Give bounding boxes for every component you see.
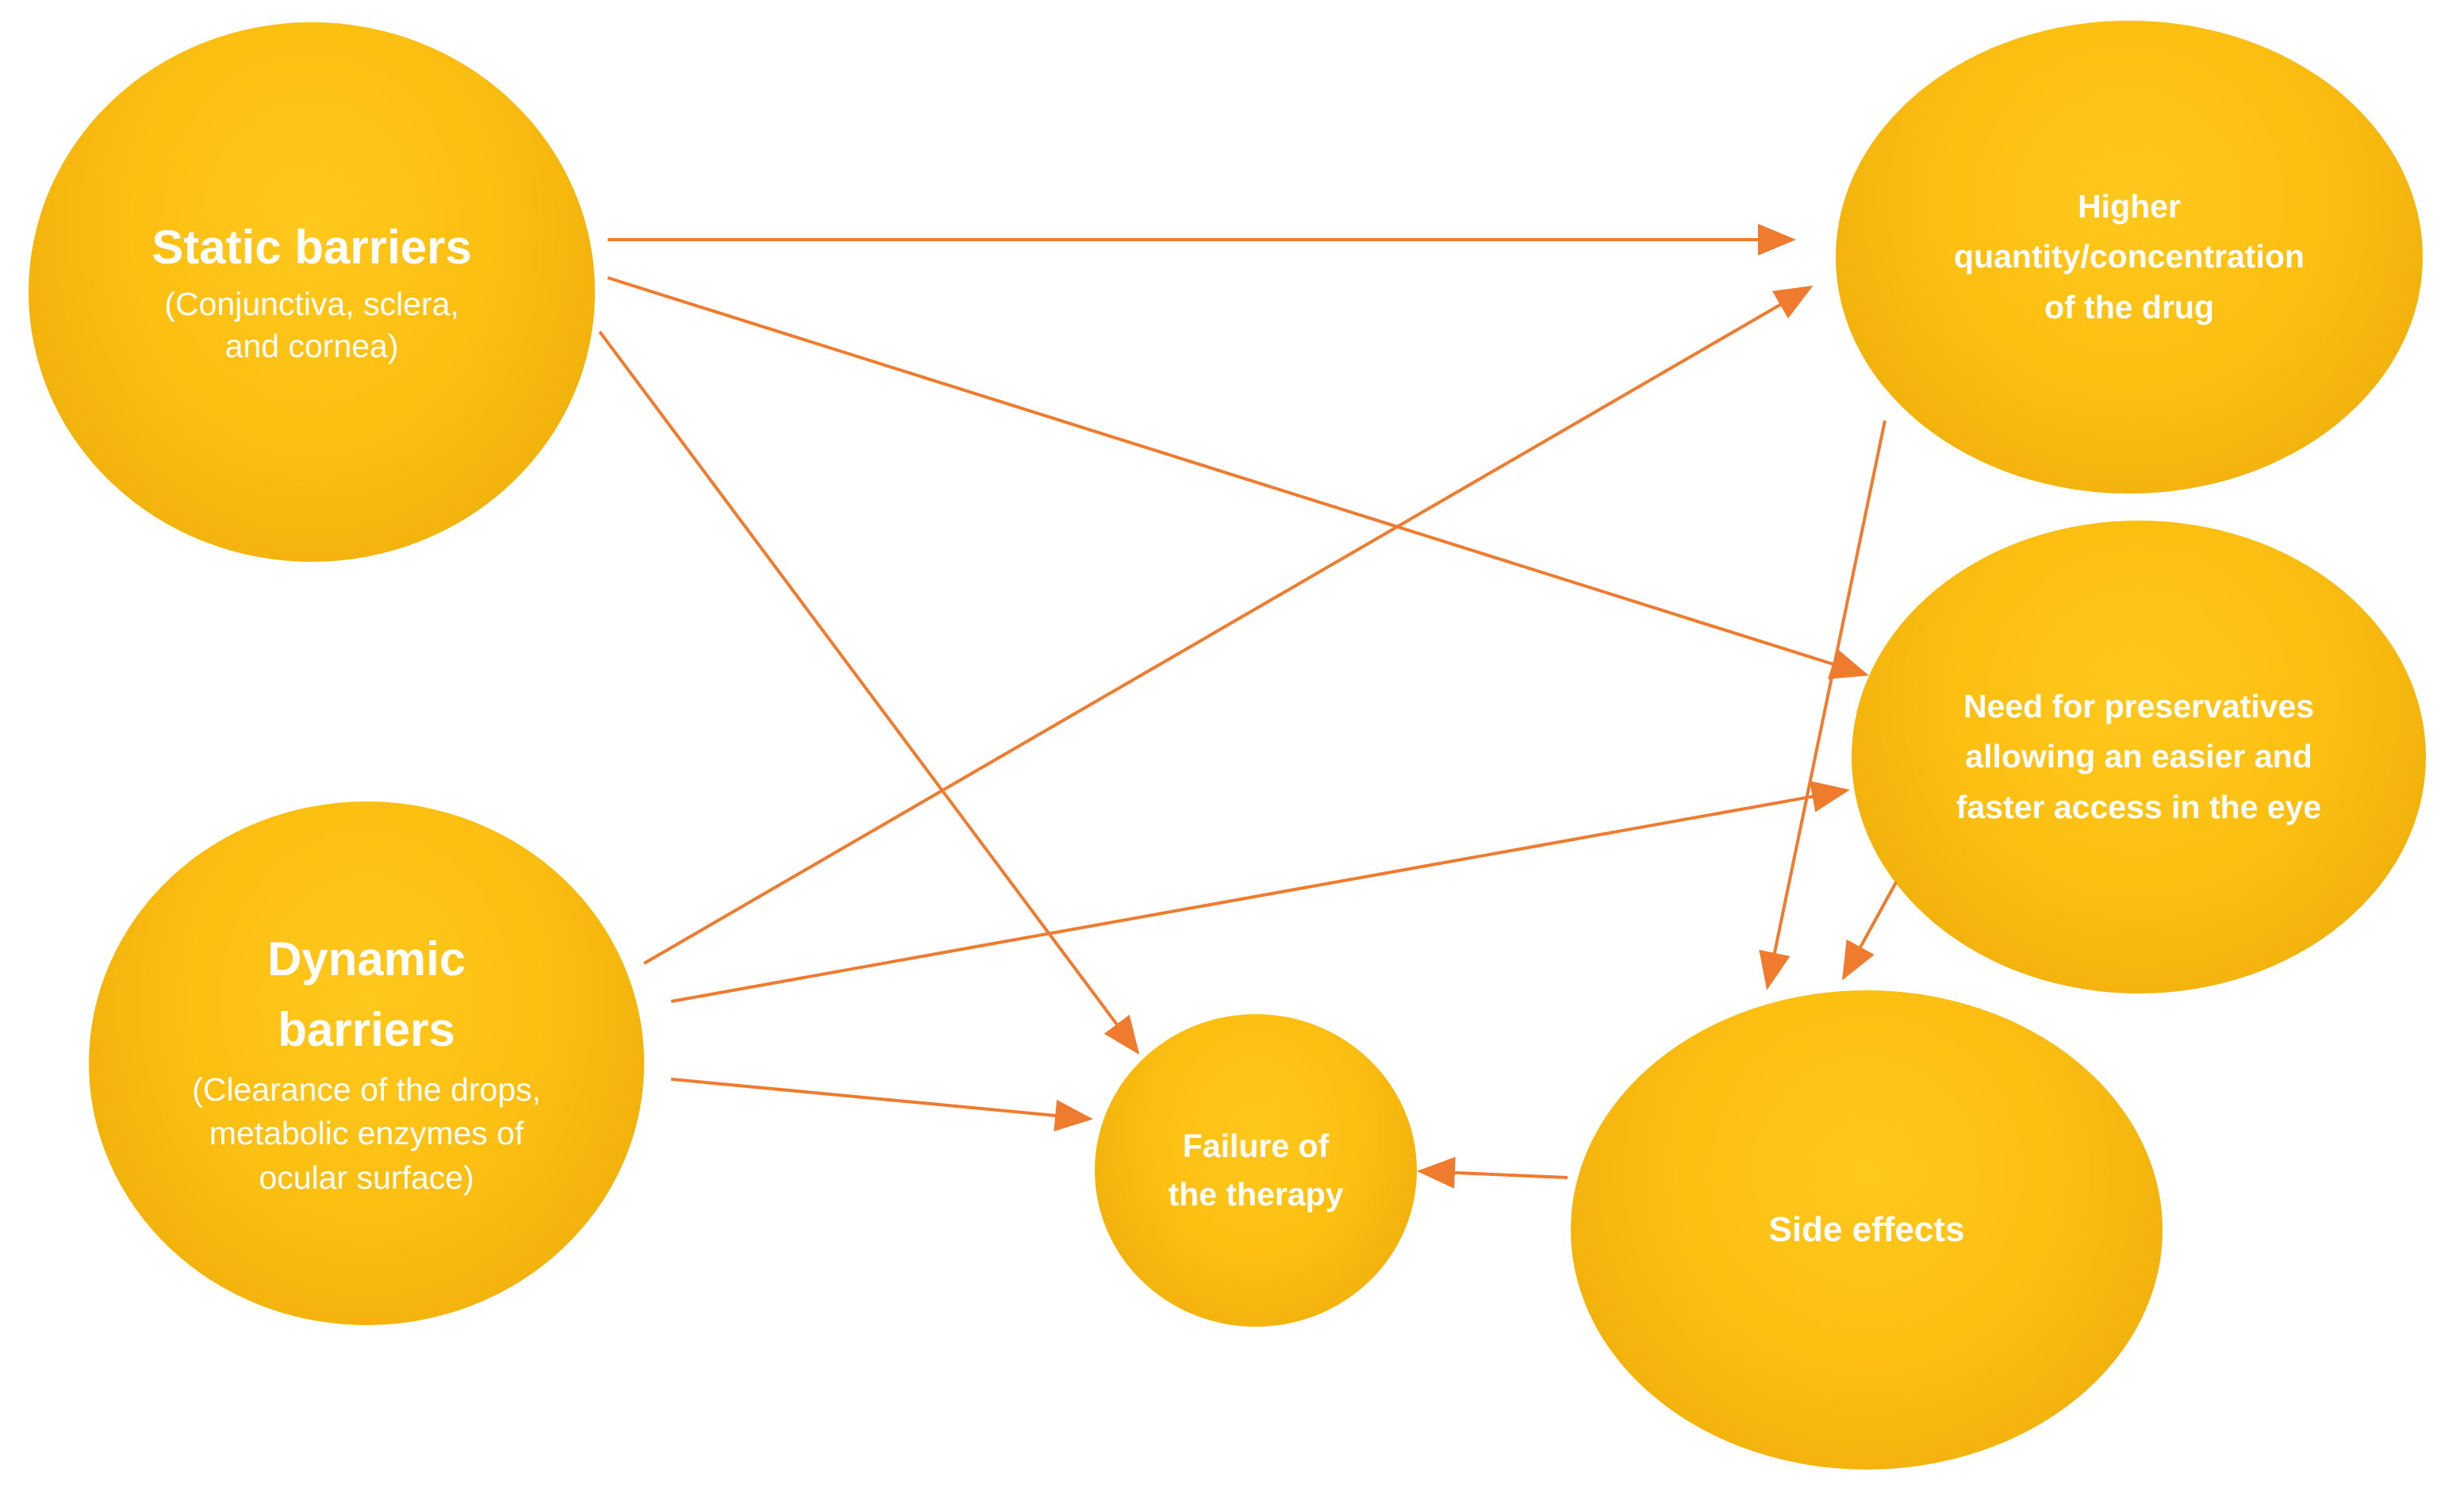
- node-higher-title-line: Higher: [2078, 187, 2181, 225]
- node-higher-title-line: quantity/concentration: [1954, 238, 2305, 275]
- node-dynamic-title-line: Dynamic: [267, 932, 466, 986]
- arrow-static-to-failure: [598, 330, 1140, 1055]
- node-dynamic-subtitle-line: metabolic enzymes of: [209, 1115, 524, 1152]
- node-side-effects-title: Side effects: [1768, 1210, 1965, 1250]
- arrow-dynamic-to-preservatives: [670, 781, 1850, 1003]
- node-failure-title-line: the therapy: [1168, 1176, 1344, 1212]
- node-static-barriers: Static barriers (Conjunctiva, sclera, an…: [29, 22, 595, 562]
- node-preservatives-title-line: allowing an easier and: [1965, 738, 2312, 775]
- arrow-dynamic-to-failure: [670, 1078, 1093, 1132]
- arrow-dynamic-to-higher: [643, 285, 1813, 965]
- node-failure-of-therapy: Failure of the therapy: [1095, 1014, 1417, 1327]
- node-static-title: Static barriers: [152, 220, 472, 274]
- node-failure-title-line: Failure of: [1182, 1127, 1330, 1164]
- arrow-preservatives-to-side-effects: [1842, 882, 1898, 981]
- node-preservatives-title-line: faster access in the eye: [1955, 788, 2322, 825]
- arrow-side-effects-to-failure: [1417, 1156, 1568, 1189]
- node-dynamic-barriers: Dynamic barriers (Clearance of the drops…: [89, 801, 644, 1325]
- node-dynamic-subtitle-line: (Clearance of the drops,: [192, 1070, 541, 1108]
- node-need-for-preservatives: Need for preservatives allowing an easie…: [1852, 521, 2426, 993]
- node-static-subtitle-line: (Conjunctiva, sclera,: [164, 285, 459, 322]
- node-higher-title-line: of the drug: [2044, 288, 2215, 325]
- node-higher-concentration: Higher quantity/concentration of the dru…: [1836, 21, 2423, 494]
- arrow-static-to-preservatives: [607, 276, 1869, 679]
- node-dynamic-title-line: barriers: [278, 1002, 455, 1056]
- node-dynamic-subtitle-line: ocular surface): [259, 1159, 474, 1196]
- node-static-subtitle-line: and cornea): [225, 328, 399, 364]
- node-side-effects: Side effects: [1571, 990, 2163, 1470]
- node-preservatives-title-line: Need for preservatives: [1963, 687, 2315, 724]
